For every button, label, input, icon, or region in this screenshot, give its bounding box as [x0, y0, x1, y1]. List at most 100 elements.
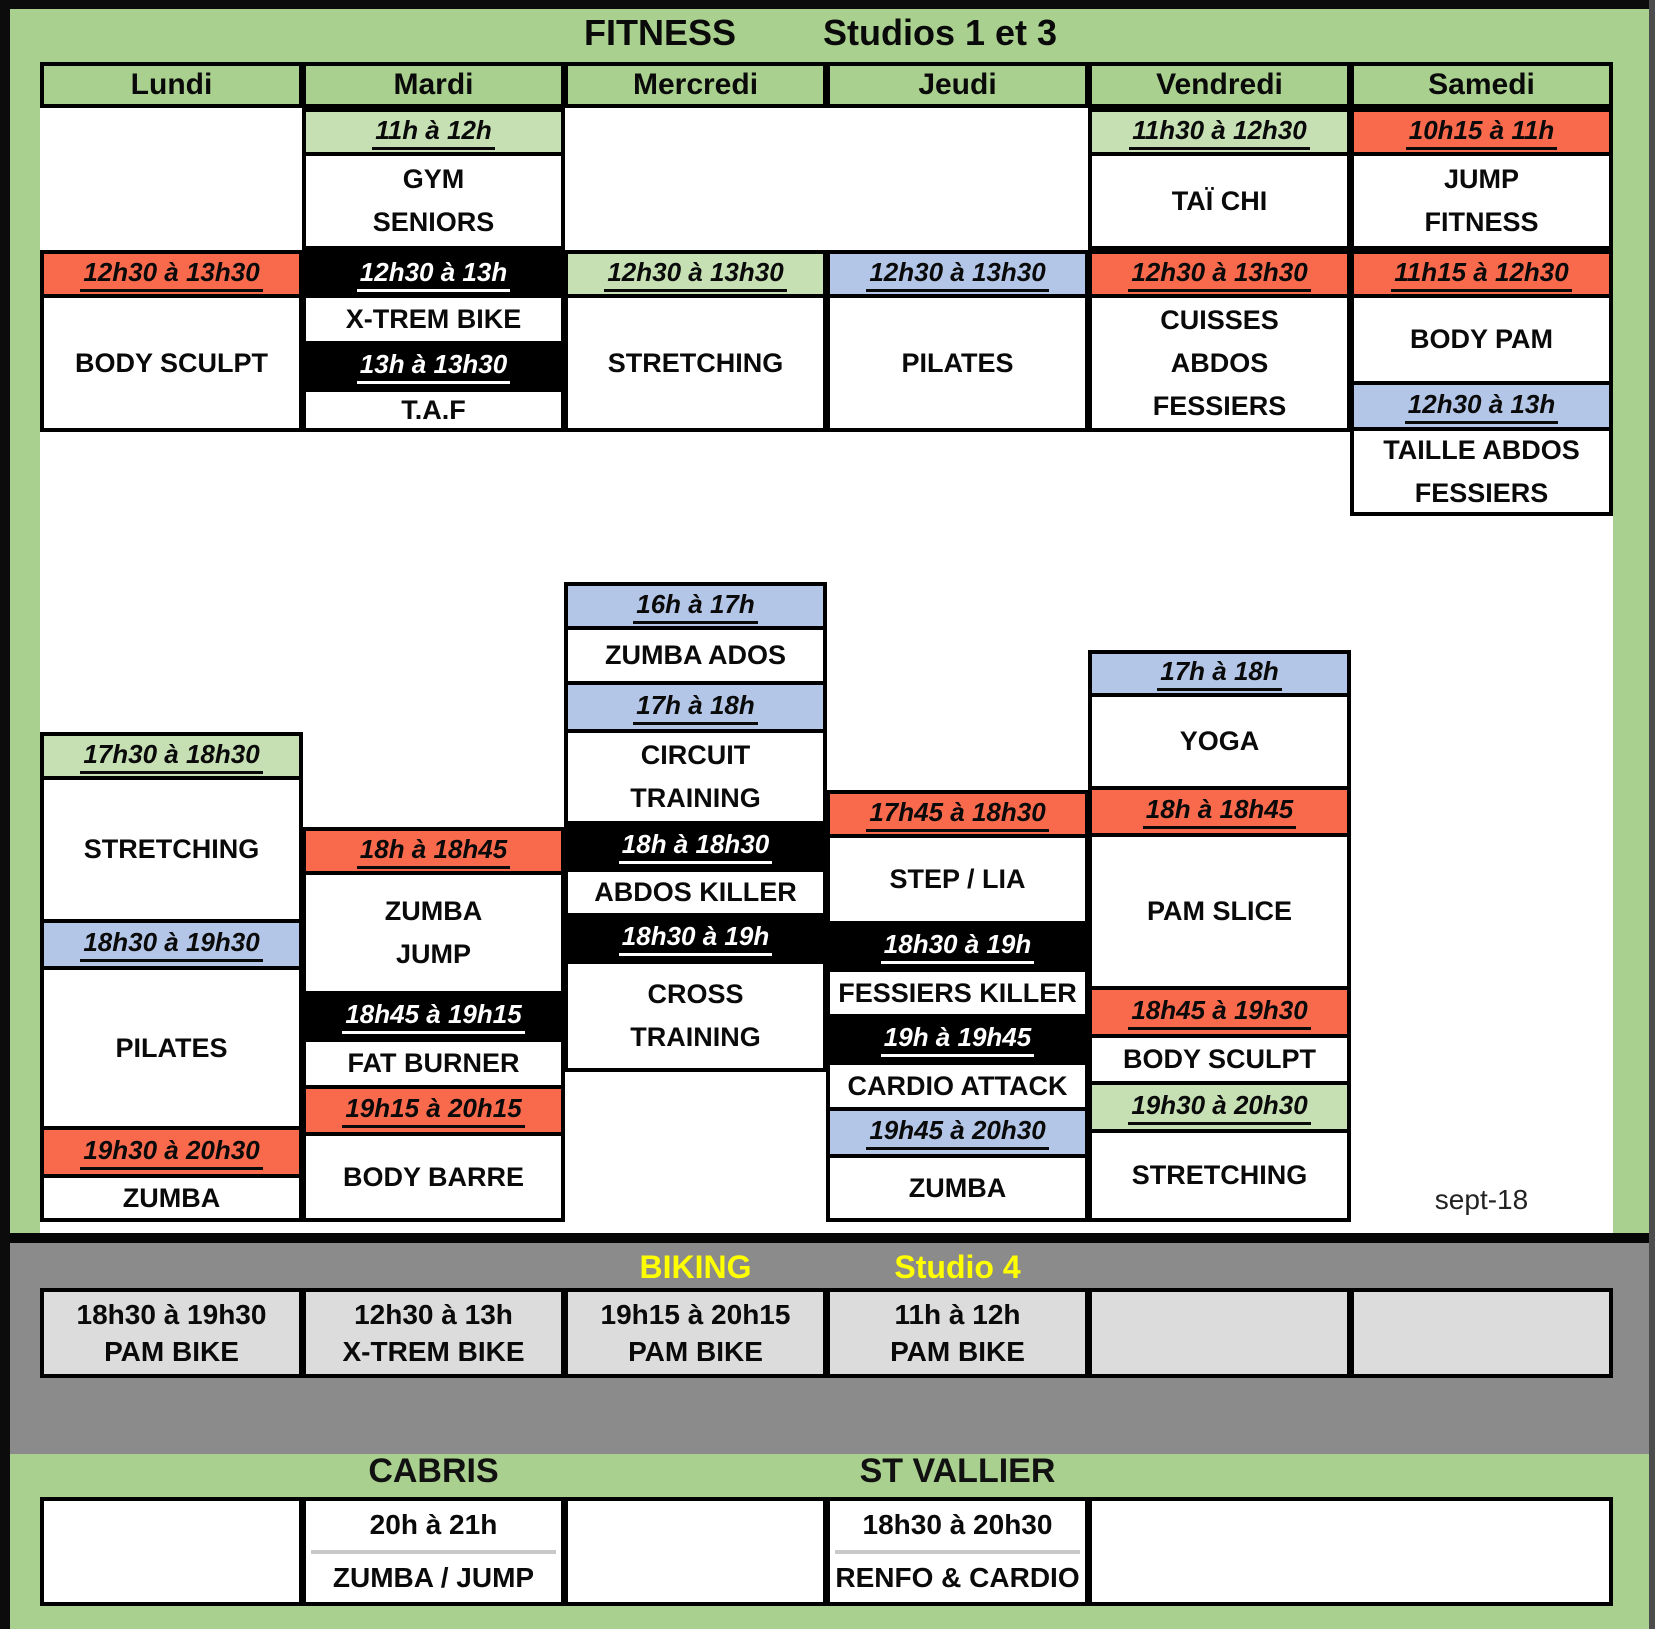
- class-name-label: PILATES: [901, 347, 1014, 378]
- location-cell-0: [40, 1497, 303, 1606]
- class-name: ZUMBA JUMP: [302, 871, 565, 995]
- location-class-row: ZUMBA / JUMP: [306, 1554, 561, 1603]
- time-header: 12h30 à 13h: [302, 250, 565, 298]
- class-name: CROSS TRAINING: [564, 960, 827, 1072]
- time-header-label: 12h30 à 13h30: [866, 257, 1049, 292]
- location-cell-2: [564, 1497, 827, 1606]
- class-name: FAT BURNER: [302, 1038, 565, 1089]
- class-name: PILATES: [40, 966, 303, 1130]
- time-header: 19h30 à 20h30: [1088, 1081, 1351, 1133]
- time-header: 13h à 13h30: [302, 341, 565, 392]
- time-header-label: 18h45 à 19h30: [1128, 995, 1311, 1030]
- class-name-label: T.A.F: [401, 394, 466, 425]
- class-name-label: CARDIO ATTACK: [847, 1070, 1068, 1101]
- time-header-label: 10h15 à 11h: [1405, 115, 1558, 150]
- time-header-label: 17h30 à 18h30: [80, 739, 263, 774]
- time-header-label: 18h à 18h45: [1142, 794, 1297, 829]
- time-header-label: 13h à 13h30: [356, 349, 511, 384]
- class-name-label: GYM SENIORS: [372, 164, 495, 237]
- class-name: T.A.F: [302, 388, 565, 432]
- day-header-1: Mardi: [302, 62, 565, 108]
- time-header: 17h à 18h: [564, 681, 827, 733]
- biking-class-label: PAM BIKE: [890, 1335, 1025, 1367]
- class-name-label: ZUMBA ADOS: [605, 640, 786, 670]
- time-header-label: 18h30 à 19h: [880, 929, 1035, 964]
- biking-class-label: PAM BIKE: [104, 1335, 239, 1367]
- class-name-label: BODY BARRE: [342, 1161, 525, 1192]
- class-name: BODY SCULPT: [1088, 1034, 1351, 1085]
- time-header: 18h30 à 19h: [564, 913, 827, 964]
- class-name: TAILLE ABDOS FESSIERS: [1350, 427, 1613, 516]
- class-name-label: STRETCHING: [1131, 1160, 1308, 1190]
- class-name: STRETCHING: [564, 294, 827, 432]
- class-name-label: PILATES: [115, 1032, 228, 1063]
- class-name-label: X-TREM BIKE: [345, 304, 522, 334]
- frame-left-edge: [0, 0, 10, 1629]
- time-header: 19h15 à 20h15: [302, 1085, 565, 1136]
- class-name-label: CROSS TRAINING: [630, 979, 761, 1052]
- day-header-label: Lundi: [130, 68, 213, 101]
- time-header: 12h30 à 13h30: [40, 250, 303, 298]
- class-name-label: CIRCUIT TRAINING: [630, 740, 761, 813]
- class-name: ZUMBA: [40, 1174, 303, 1222]
- time-header: 18h à 18h45: [302, 827, 565, 875]
- class-name: STRETCHING: [40, 776, 303, 923]
- biking-time-label: 19h15 à 20h15: [600, 1298, 791, 1330]
- location-time-label: 18h30 à 20h30: [862, 1509, 1053, 1541]
- time-header-label: 12h30 à 13h: [1404, 389, 1559, 424]
- class-name-label: TAILLE ABDOS FESSIERS: [1383, 434, 1580, 508]
- class-name: BODY BARRE: [302, 1132, 565, 1222]
- class-name: CIRCUIT TRAINING: [564, 729, 827, 825]
- time-header-label: 19h30 à 20h30: [1128, 1090, 1311, 1125]
- class-name-label: BODY SCULPT: [74, 347, 269, 378]
- location-time-label: 20h à 21h: [369, 1509, 498, 1541]
- class-name-label: YOGA: [1179, 726, 1260, 756]
- page-title: FITNESS: [583, 12, 737, 53]
- time-header-label: 19h à 19h45: [880, 1022, 1035, 1057]
- class-name: PILATES: [826, 294, 1089, 432]
- day-header-4: Vendredi: [1088, 62, 1351, 108]
- biking-class-label: X-TREM BIKE: [342, 1335, 525, 1367]
- biking-time-label: 12h30 à 13h: [354, 1298, 513, 1330]
- time-header-label: 18h30 à 19h30: [80, 927, 263, 962]
- day-header-label: Jeudi: [918, 68, 997, 101]
- time-header-label: 11h à 12h: [372, 115, 495, 150]
- time-header: 17h à 18h: [1088, 650, 1351, 697]
- frame-top-edge: [0, 0, 1655, 9]
- day-header-3: Jeudi: [826, 62, 1089, 108]
- location-title-st-vallier: ST VALLIER: [859, 1452, 1056, 1490]
- cell-divider: [311, 1549, 556, 1554]
- class-name: YOGA: [1088, 693, 1351, 790]
- date-stamp: sept-18: [1434, 1184, 1529, 1215]
- class-name: ZUMBA: [826, 1154, 1089, 1222]
- time-header-label: 18h à 18h45: [356, 834, 511, 869]
- time-header: 10h15 à 11h: [1350, 108, 1613, 156]
- day-header-2: Mercredi: [564, 62, 827, 108]
- location-time-row: 20h à 21h: [306, 1501, 561, 1550]
- time-header: 18h45 à 19h15: [302, 991, 565, 1042]
- biking-title: BIKING: [639, 1249, 752, 1285]
- class-name-label: ABDOS KILLER: [594, 877, 797, 907]
- day-header-label: Samedi: [1428, 68, 1535, 101]
- time-header-label: 12h30 à 13h: [356, 257, 511, 292]
- cell-divider: [835, 1549, 1080, 1554]
- class-name-label: BODY PAM: [1409, 324, 1553, 354]
- time-header: 12h30 à 13h30: [1088, 250, 1351, 298]
- time-header: 12h30 à 13h: [1350, 381, 1613, 431]
- day-header-label: Vendredi: [1156, 68, 1283, 101]
- time-header-label: 17h à 18h: [633, 690, 758, 725]
